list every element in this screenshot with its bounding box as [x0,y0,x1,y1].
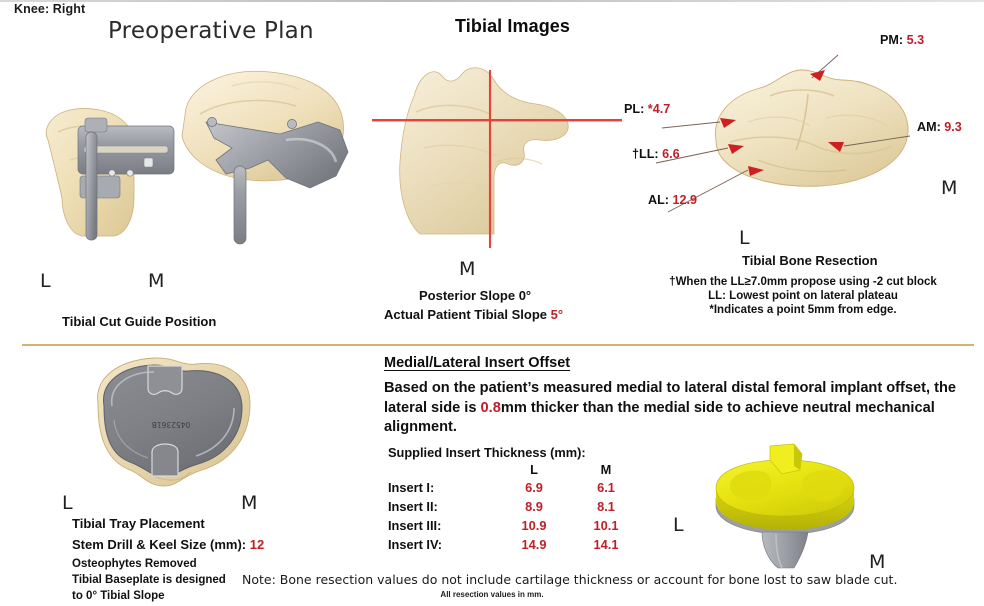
table-row: Insert I: 6.9 6.1 [388,478,642,497]
tibia-plateau-resection-model [715,69,909,187]
baseplate-note-line2: to 0° Tibial Slope [72,590,165,602]
measurement-ll-label: †LL: [632,147,663,161]
posterior-slope-label: Posterior Slope 0° [419,288,532,303]
insert-row-4-label: Insert IV: [388,537,443,552]
cut-guide-caption: Tibial Cut Guide Position [62,314,217,329]
resection-footnote-2: LL: Lowest point on lateral plateau [708,290,898,302]
cut-guide-block-anterior [77,117,175,241]
insert-row-3-medial: 10.1 [593,518,619,533]
insert-table-title: Supplied Insert Thickness (mm): [388,445,586,460]
tibial-baseplate [103,364,243,477]
tray-medial-label: M [241,492,258,514]
insert-thickness-table: L M Insert I: 6.9 6.1 Insert II: 8.9 8.1… [388,461,642,554]
insert-table-header-row: L M [388,461,642,478]
resection-lateral-label: L [739,227,750,249]
table-row: Insert IV: 14.9 14.1 [388,535,642,554]
measurement-pl: PL: *4.7 [624,102,670,116]
insert-offset-desc-part1: Based on the patient’s measured medial t… [384,380,956,416]
tibial-images-title: Tibial Images [455,16,571,36]
insert-offset-heading: Medial/Lateral Insert Offset [384,355,571,371]
insert-table-col-medial: M [600,462,612,477]
resection-footnotes: †When the LL≥7.0mm propose using -2 cut … [622,276,984,316]
insert-row-2-label: Insert II: [388,499,438,514]
insert-row-4-medial: 14.1 [593,537,619,552]
insert-offset-description: Based on the patient’s measured medial t… [384,379,970,438]
footer-units-note: All resection values in mm. [440,590,544,599]
tibial-slope-crosshair [372,70,622,248]
stem-drill-label: Stem Drill & Keel Size (mm): [72,537,250,552]
actual-slope-prefix: Actual Patient Tibial Slope [384,307,551,322]
insert-row-4-lateral: 14.9 [521,537,547,552]
measurement-al-value: 12.9 [672,193,697,207]
footer-note: Note: Bone resection values do not inclu… [242,572,898,587]
insert-row-2-medial: 8.1 [597,499,615,514]
resection-footnote-1: †When the LL≥7.0mm propose using -2 cut … [669,276,937,288]
measurement-pm-value: 5.3 [906,33,925,47]
resection-title: Tibial Bone Resection [742,253,878,268]
tibial-image-viewport[interactable] [372,52,622,252]
measurement-pm: PM: 5.3 [880,33,924,47]
table-row: Insert III: 10.9 10.1 [388,516,642,535]
measurement-pl-value: *4.7 [647,102,671,116]
tibial-bone-resection-viewport[interactable] [620,30,984,240]
measurement-ll: †LL: 6.6 [632,147,680,161]
tray-lateral-label: L [62,492,73,514]
insert-row-1-medial: 6.1 [597,480,615,495]
resection-medial-label: M [941,177,958,199]
measurement-ll-value: 6.6 [662,147,680,161]
stem-highlight [775,533,783,569]
insert-row-1-label: Insert I: [388,480,435,495]
tibia-coronal-bone [399,67,569,235]
measurement-pl-label: PL: [624,102,648,116]
cut-guide-medial-label: M [148,270,165,292]
tray-placement-caption: Tibial Tray Placement [72,516,205,531]
resection-arrow-heads [720,70,844,176]
insert-implant-viewport[interactable] [690,442,880,570]
measurement-pm-label: PM: [880,33,907,47]
cut-guide-lateral-label: L [40,270,51,292]
tibial-tray-viewport[interactable]: 0452361B [78,352,264,492]
measurement-al: AL: 12.9 [648,193,697,207]
insert-post-shadow [794,444,802,470]
stem-drill-value: 12 [249,537,265,552]
measurement-am: AM: 9.3 [917,120,962,134]
resection-footnote-3: *Indicates a point 5mm from edge. [709,304,897,316]
tibial-cut-guide-viewport[interactable] [18,48,358,278]
insert-row-1-lateral: 6.9 [525,480,543,495]
baseplate-note-line1: Tibial Baseplate is designed [72,574,226,586]
tibial-image-medial-label: M [459,258,476,280]
insert-table-col-lateral: L [530,462,538,477]
measurement-al-label: AL: [648,193,673,207]
insert-row-2-lateral: 8.9 [525,499,543,514]
insert-lateral-label: L [673,514,684,536]
tray-engraving-text: 0452361B [152,420,191,429]
cut-guide-arm-plateau [205,117,349,245]
insert-row-3-lateral: 10.9 [521,518,547,533]
page-title: Preoperative Plan [108,18,314,44]
insert-row-3-label: Insert III: [388,518,442,533]
measurement-am-value: 9.3 [944,120,962,134]
insert-offset-value: 0.8 [480,399,501,416]
implant-stem [761,531,809,569]
top-divider [0,0,984,2]
section-divider [22,344,974,346]
osteophytes-removed-label: Osteophytes Removed [72,558,197,570]
insert-medial-dish [802,470,845,502]
table-row: Insert II: 8.9 8.1 [388,497,642,516]
insert-lateral-dish [730,470,772,501]
actual-slope-value: 5° [550,307,564,322]
stem-drill-keel-size: Stem Drill & Keel Size (mm): 12 [72,537,264,552]
insert-medial-label: M [869,551,886,573]
actual-patient-slope: Actual Patient Tibial Slope 5° [384,307,563,322]
insert-offset-desc-part2: mm thicker than the medial side to achie… [384,399,935,436]
knee-side-label: Knee: Right [14,2,86,16]
measurement-am-label: AM: [917,120,945,134]
